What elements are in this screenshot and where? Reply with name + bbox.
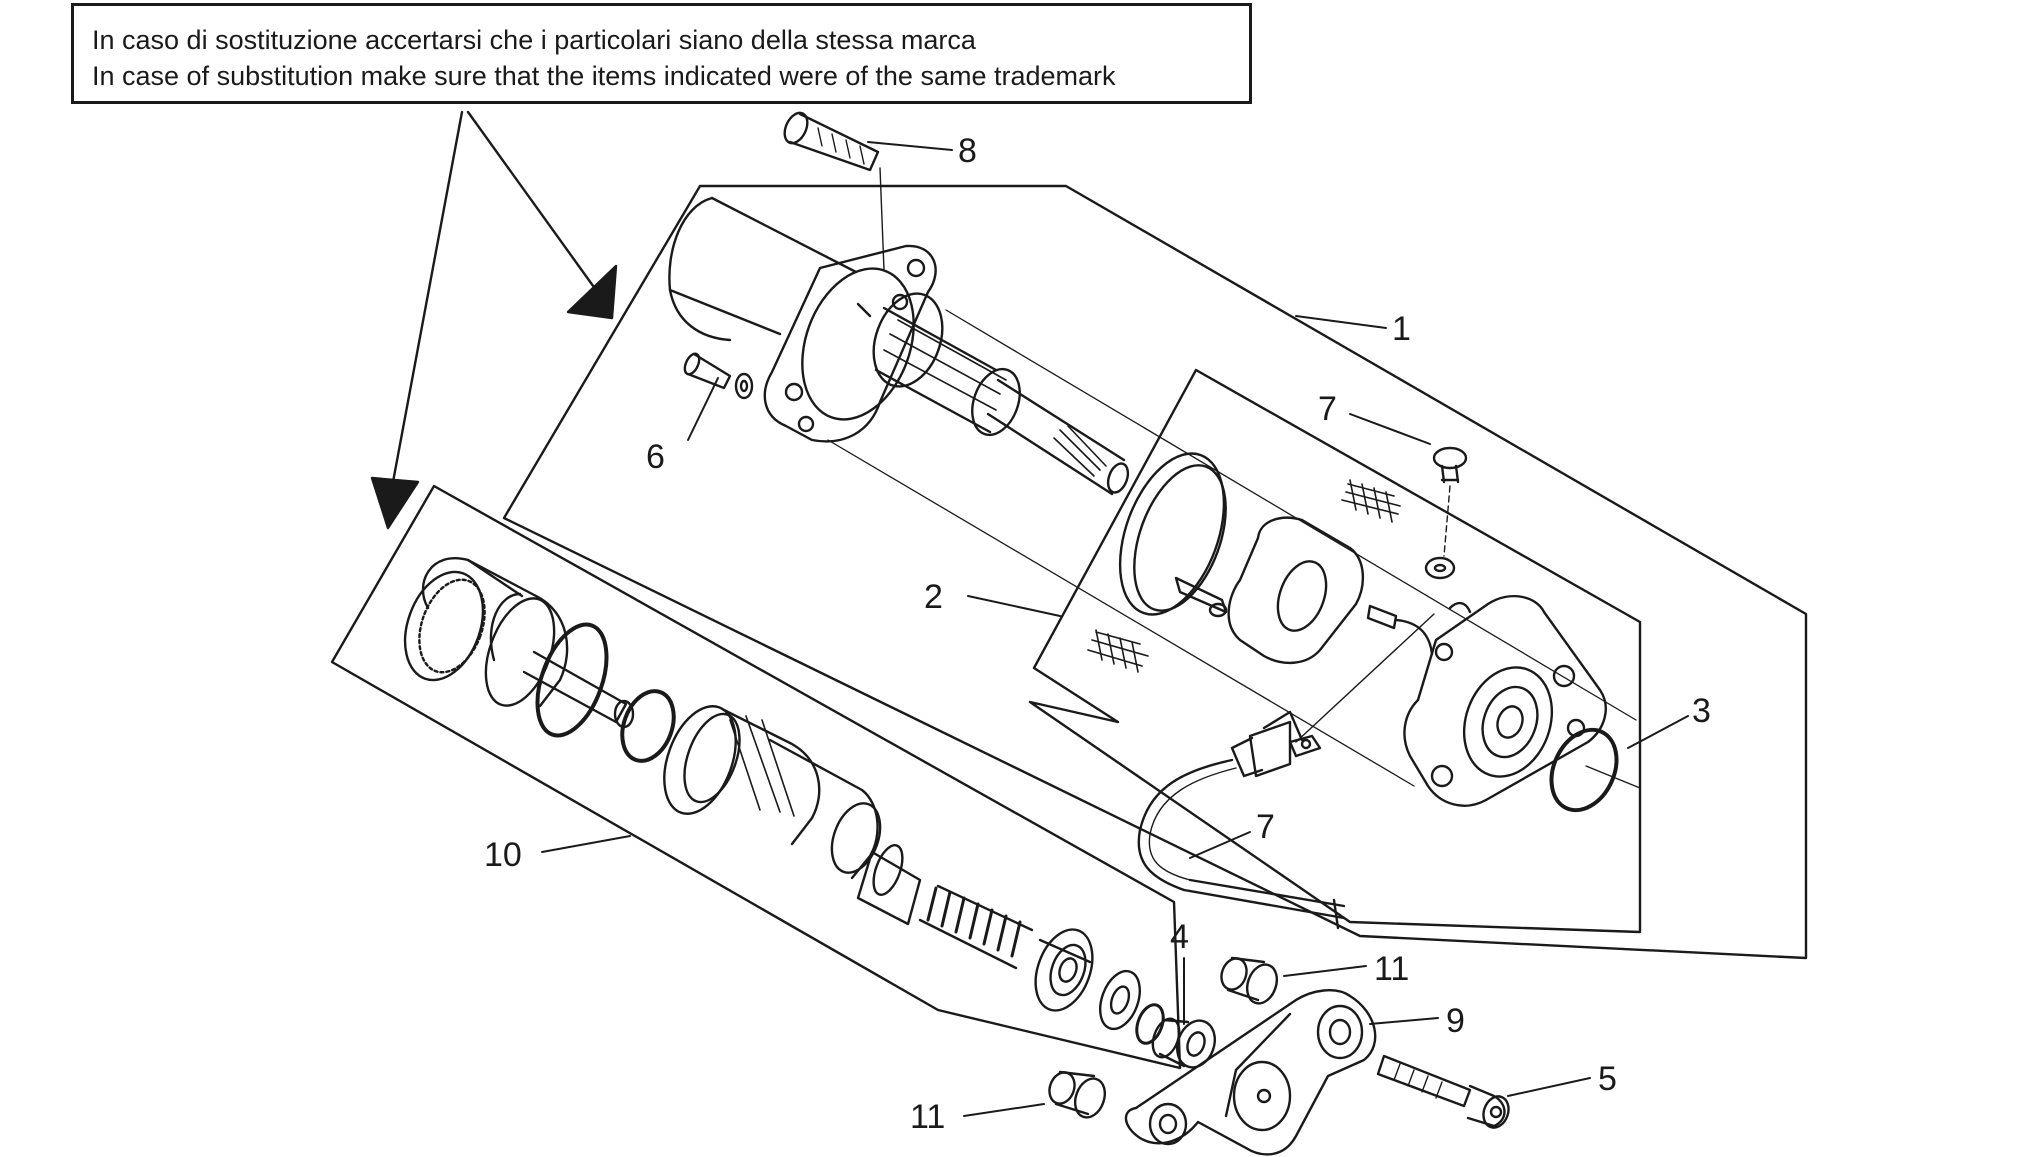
assembly-axis-lines xyxy=(827,309,1641,789)
substitution-notice-box: In caso di sostituzione accertarsi che i… xyxy=(71,3,1252,104)
callout-4: 4 xyxy=(1170,918,1189,956)
callout-7-screw: 7 xyxy=(1318,390,1337,428)
brush-plate-assembly xyxy=(1087,446,1468,673)
notice-italian-text: In caso di sostituzione accertarsi che i… xyxy=(92,25,976,55)
screw-8 xyxy=(783,111,885,271)
screw-6 xyxy=(683,352,754,400)
motor-housing xyxy=(668,196,937,443)
callout-1: 1 xyxy=(1392,310,1411,348)
callout-5: 5 xyxy=(1598,1060,1617,1098)
group-outline-brush-plate xyxy=(1028,368,1642,934)
group-outline-starter-assembly xyxy=(502,184,1808,960)
group-outline-drive-assembly xyxy=(330,484,1182,1070)
notice-english-text: In case of substitution make sure that t… xyxy=(92,61,1116,91)
screw-5 xyxy=(1376,1054,1510,1129)
bushing-11-upper xyxy=(1220,956,1279,1005)
callout-11-upper: 11 xyxy=(1374,950,1409,988)
callout-11-lower: 11 xyxy=(910,1098,945,1136)
drive-assembly-10 xyxy=(403,557,1165,1045)
callout-6: 6 xyxy=(646,438,665,476)
callout-2: 2 xyxy=(924,578,943,616)
callout-10: 10 xyxy=(484,836,522,874)
leader-lines xyxy=(541,141,1689,1117)
bracket-9 xyxy=(1124,989,1377,1156)
bushing-11-lower xyxy=(1048,1070,1107,1119)
notice-arrows xyxy=(370,110,618,530)
callout-9: 9 xyxy=(1446,1002,1465,1040)
cable-7 xyxy=(1137,613,1435,930)
end-cover xyxy=(1403,595,1607,807)
callout-3: 3 xyxy=(1692,692,1711,730)
callout-8: 8 xyxy=(958,132,977,170)
armature xyxy=(856,292,1130,496)
o-ring-3 xyxy=(1549,727,1619,813)
callout-7-cable: 7 xyxy=(1256,808,1275,846)
